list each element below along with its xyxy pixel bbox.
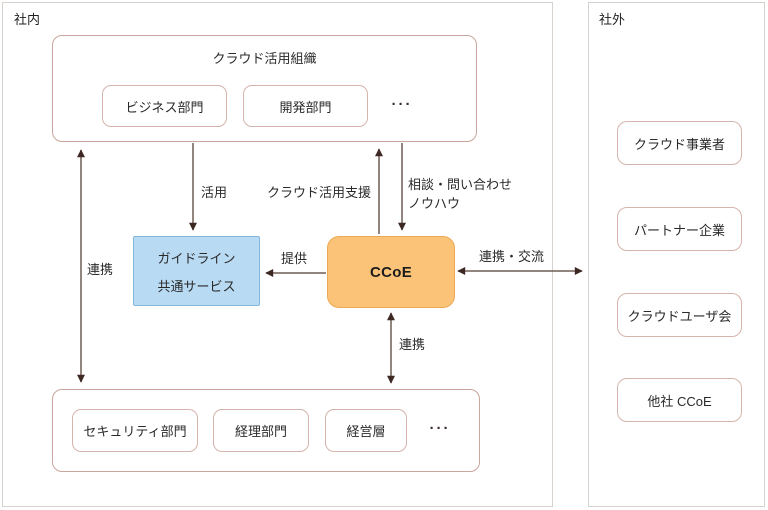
cloud-utilization-group-title: クラウド活用組織	[212, 51, 317, 66]
accounting-dept-box: 経理部門	[213, 409, 309, 452]
external-panel	[588, 2, 765, 507]
development-dept-box: 開発部門	[243, 85, 368, 127]
ccoe-box: CCoE	[327, 236, 455, 308]
consultation-label: 相談・問い合わせ ノウハウ	[408, 176, 512, 214]
consultation-label-line1: 相談・問い合わせ	[408, 177, 513, 192]
exchange-label: 連携・交流	[479, 249, 545, 264]
cloud-user-group-box: クラウドユーザ会	[617, 293, 742, 337]
security-dept-box: セキュリティ部門	[72, 409, 198, 452]
cooperation-left-label: 連携	[87, 262, 114, 277]
cooperation-bottom-label: 連携	[399, 337, 426, 352]
external-panel-label: 社外	[599, 12, 626, 27]
other-ccoe-box: 他社 CCoE	[617, 378, 742, 422]
cloud-provider-box: クラウド事業者	[617, 121, 742, 165]
business-dept-box: ビジネス部門	[102, 85, 227, 127]
consultation-label-line2: ノウハウ	[408, 195, 461, 211]
common-services-label: 共通サービス	[157, 278, 236, 294]
management-box: 経営層	[325, 409, 407, 452]
partner-company-box: パートナー企業	[617, 207, 742, 251]
top-group-ellipsis: ···	[391, 96, 413, 113]
cloud-support-label: クラウド活用支援	[267, 185, 372, 200]
internal-panel-label: 社内	[14, 12, 41, 27]
ccoe-label: CCoE	[369, 263, 413, 281]
guideline-label: ガイドライン	[157, 250, 236, 266]
bottom-group-ellipsis: ···	[429, 420, 451, 437]
provide-label: 提供	[281, 251, 308, 266]
guideline-common-services-box: ガイドライン 共通サービス	[133, 236, 260, 306]
use-label: 活用	[201, 185, 228, 200]
